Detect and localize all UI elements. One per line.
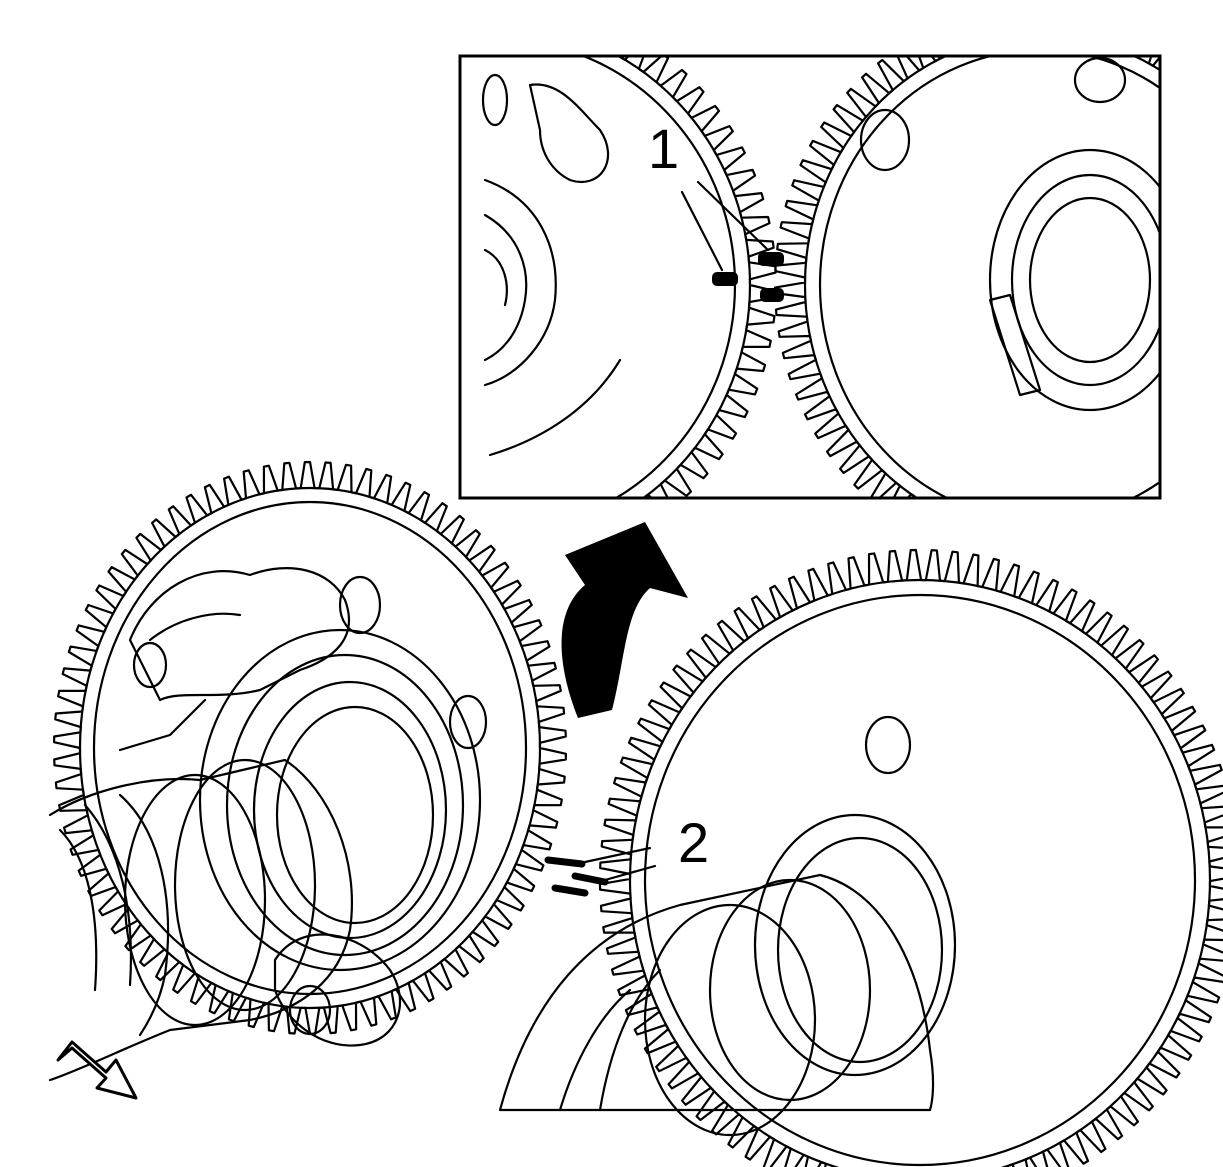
direction-arrow-icon xyxy=(56,1040,138,1100)
callout-1: 1 xyxy=(648,117,679,180)
left-shaft xyxy=(48,758,354,1082)
right-shaft xyxy=(498,873,935,1137)
view-arrow-icon xyxy=(561,522,688,718)
mesh-marks-2 xyxy=(544,846,657,897)
callout-2: 2 xyxy=(678,811,709,874)
left-gear xyxy=(53,460,567,1047)
detail-inset: 1 xyxy=(458,54,1162,500)
main-view: 2 xyxy=(48,460,1223,1167)
mesh-marks-1 xyxy=(680,180,784,302)
